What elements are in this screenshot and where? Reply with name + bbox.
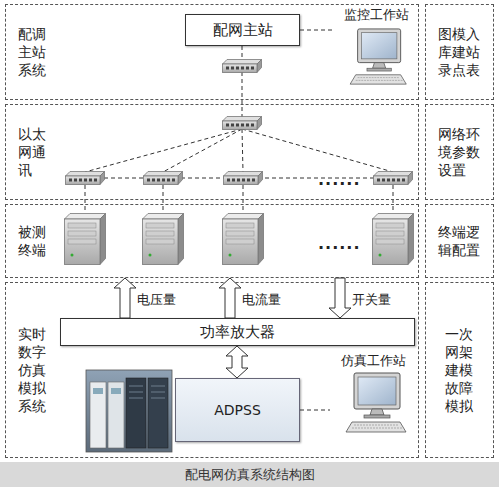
- node-text: 被测终端: [18, 223, 48, 259]
- system-band: 配调主站系统 配网主站 监控工作站: [5, 4, 419, 100]
- simulation-band: 实时数字仿真模拟系统 功率放大器 ADPSS 仿真工作站: [5, 282, 419, 458]
- note-box: 图模入库建站录点表: [425, 4, 494, 100]
- hollow-arrow: [219, 278, 241, 318]
- amplifier-box: 功率放大器: [60, 318, 415, 346]
- ellipsis-label: ......: [318, 234, 360, 253]
- node-text: 以太网通讯: [18, 125, 48, 179]
- simulator-box: ADPSS: [175, 378, 300, 442]
- dashed-connector: [300, 410, 330, 411]
- workstation-node: 仿真工作站: [330, 352, 416, 452]
- node-text: 监控工作站: [335, 6, 417, 24]
- note-box: 网络环境参数设置: [425, 104, 494, 200]
- node-text: 图模入库建站录点表: [438, 25, 482, 79]
- hollow-arrow: [114, 278, 136, 318]
- node-text: 实时数字仿真模拟系统: [18, 325, 48, 415]
- server-box: 配网主站: [185, 14, 300, 46]
- signal-label: 开关量: [352, 291, 391, 309]
- node-text: 功率放大器: [200, 323, 275, 342]
- caption-text: 配电网仿真系统结构图: [185, 466, 315, 484]
- node-text: ADPSS: [214, 402, 261, 418]
- hollow-arrow: [329, 278, 351, 318]
- dashed-connector: [300, 30, 335, 31]
- workstation-node: 监控工作站: [335, 6, 417, 96]
- signal-label: 电流量: [242, 291, 281, 309]
- note-box: 一次网架建模故障模拟: [425, 282, 494, 458]
- caption-bar: 配电网仿真系统结构图: [0, 462, 499, 487]
- ellipsis-label: ......: [318, 170, 360, 189]
- signal-label: 电压量: [137, 291, 176, 309]
- node-text: 终端逻辑配置: [438, 223, 482, 259]
- node-text: 网络环境参数设置: [438, 125, 482, 179]
- node-text: 配网主站: [213, 21, 273, 40]
- hollow-arrow: [226, 346, 248, 378]
- note-box: 终端逻辑配置: [425, 204, 494, 278]
- node-text: 仿真工作站: [330, 352, 416, 370]
- node-text: 配调主站系统: [18, 25, 48, 79]
- node-text: 一次网架建模故障模拟: [445, 325, 475, 415]
